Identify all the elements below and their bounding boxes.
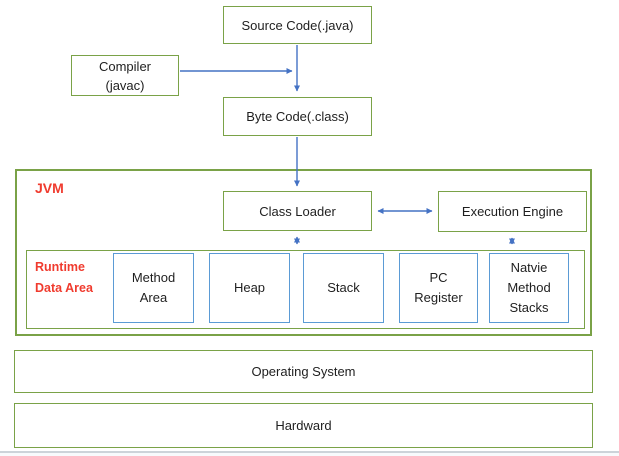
- stack-label: Stack: [327, 280, 360, 295]
- pc-register-box: PC Register: [399, 253, 478, 323]
- stack-box: Stack: [303, 253, 384, 323]
- compiler-box: Compiler (javac): [71, 55, 179, 96]
- byte-code-box: Byte Code(.class): [223, 97, 372, 136]
- heap-label: Heap: [233, 280, 266, 295]
- source-code-label: Source Code(.java): [241, 17, 354, 33]
- native-method-stacks-box: Natvie Method Stacks: [489, 253, 569, 323]
- method-area-box: Method Area: [113, 253, 194, 323]
- pc-register-label: PC Register: [414, 270, 463, 305]
- runtime-data-area-label: Runtime Data Area: [35, 260, 93, 295]
- execution-engine-box: Execution Engine: [438, 191, 587, 232]
- native-method-stacks-label: Natvie Method Stacks: [507, 260, 551, 315]
- bottom-divider: [0, 451, 619, 453]
- method-area-label: Method Area: [131, 270, 176, 305]
- source-code-box: Source Code(.java): [223, 6, 372, 44]
- runtime-data-area-box: Runtime Data Area: [26, 250, 585, 329]
- class-loader-box: Class Loader: [223, 191, 372, 231]
- compiler-label: Compiler (javac): [99, 57, 151, 95]
- operating-system-box: Operating System: [14, 350, 593, 393]
- jvm-box: JVM: [15, 169, 592, 336]
- below-strip: [0, 453, 619, 456]
- byte-code-label: Byte Code(.class): [246, 109, 349, 124]
- hardware-box: Hardward: [14, 403, 593, 448]
- execution-engine-label: Execution Engine: [461, 204, 564, 219]
- hardware-label: Hardward: [275, 418, 332, 433]
- heap-box: Heap: [209, 253, 290, 323]
- operating-system-label: Operating System: [251, 364, 356, 379]
- class-loader-label: Class Loader: [259, 203, 336, 219]
- compiler-label-line1: Compiler: [98, 58, 151, 74]
- compiler-label-line2: (javac): [105, 77, 145, 93]
- jvm-label: JVM: [35, 180, 64, 196]
